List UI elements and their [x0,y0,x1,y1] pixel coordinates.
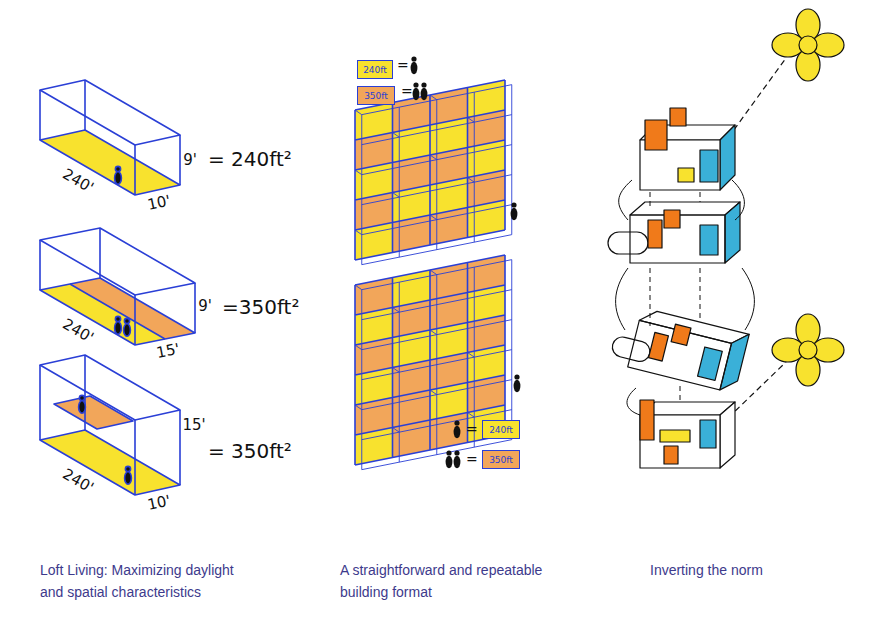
dimension-label: 15' [155,341,181,362]
area-key-text: 240ft [363,65,387,75]
loft-box [40,355,180,495]
column-caption: A straightforward and repeatable buildin… [340,560,550,603]
fan-symbol [772,314,844,386]
area-label: = 240ft² [208,148,292,170]
unit-module [640,108,735,190]
equals-sign: = [401,84,413,99]
area-key-text: 240ft [489,425,513,435]
column-caption: Inverting the norm [650,560,850,582]
equals-sign: = [466,422,478,437]
fan-symbol [772,9,844,81]
dimension-label: 10' [146,493,172,514]
dimension-label: 9' [183,152,197,169]
area-key-box: 240ft [357,60,393,79]
unit-module [608,202,740,263]
column-caption: Loft Living: Maximizing daylight and spa… [40,560,240,603]
area-key-box: 240ft [482,420,520,439]
area-label: = 350ft² [208,440,292,462]
unit-module [608,303,749,394]
dimension-label: 15' [182,417,205,434]
area-label: =350ft² [222,296,299,318]
building-grid [355,79,512,266]
unit-module [640,400,735,468]
area-key-text: 350ft [364,91,388,101]
area-key-box: 350ft [482,450,520,469]
area-key-box: 350ft [357,86,395,105]
dimension-label: 9' [198,298,212,315]
equals-sign: = [466,452,478,467]
area-key-text: 350ft [489,455,513,465]
dimension-label: 10' [146,193,172,214]
equals-sign: = [397,58,409,73]
